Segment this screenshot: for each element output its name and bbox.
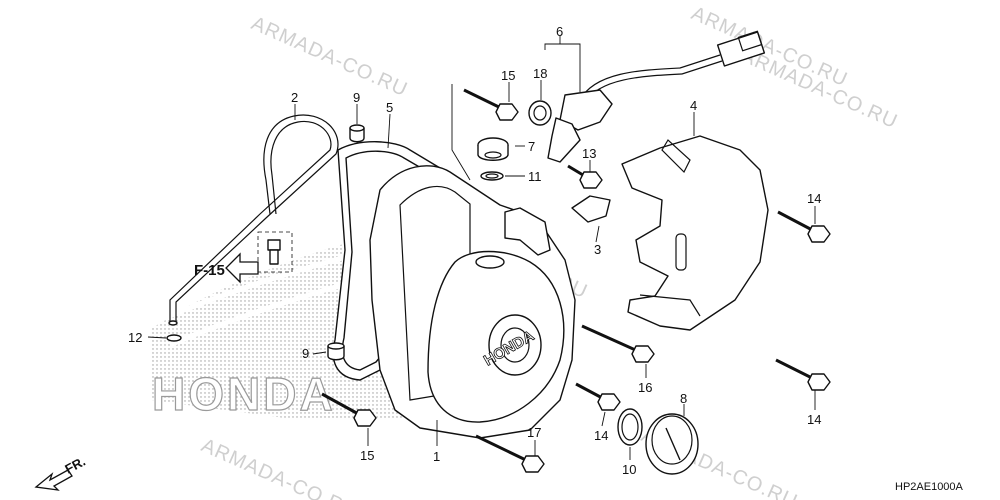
callout-18: 18 xyxy=(533,66,547,81)
callout-16: 16 xyxy=(638,380,652,395)
callout-13: 13 xyxy=(582,146,596,161)
shroud-cover[interactable] xyxy=(621,135,769,331)
callout-17: 17 xyxy=(527,425,541,440)
o-ring-10 xyxy=(617,408,643,446)
bolt-16 xyxy=(581,324,655,363)
callout-14b: 14 xyxy=(807,412,821,427)
sensor-harness[interactable] xyxy=(547,30,766,163)
callout-12: 12 xyxy=(128,330,142,345)
callout-7: 7 xyxy=(528,139,535,154)
callout-10: 10 xyxy=(622,462,636,477)
bolt-15-lower xyxy=(321,392,377,427)
bolt-14-upper xyxy=(777,210,831,243)
timing-cap[interactable] xyxy=(645,413,699,475)
callout-15a: 15 xyxy=(501,68,515,83)
front-direction-arrow: FR. xyxy=(34,454,88,491)
callout-15b: 15 xyxy=(360,448,374,463)
callout-9a: 9 xyxy=(353,90,360,105)
callout-9b: 9 xyxy=(302,346,309,361)
reference-label: F-15 xyxy=(194,262,225,279)
callout-4: 4 xyxy=(690,98,697,113)
callout-1: 1 xyxy=(433,449,440,464)
callout-2: 2 xyxy=(291,90,298,105)
grommet xyxy=(571,195,611,223)
callout-3: 3 xyxy=(594,242,601,257)
bolt-13 xyxy=(567,164,603,189)
crankcase-cover[interactable]: HONDA xyxy=(369,165,576,439)
background-honda-logo: HONDA xyxy=(152,368,336,420)
oil-filler-cap[interactable] xyxy=(477,137,509,161)
reference-f15: F-15 xyxy=(194,252,259,284)
callout-14c: 14 xyxy=(594,428,608,443)
collar-9-upper xyxy=(349,124,365,143)
bolt-15-upper xyxy=(463,88,519,121)
callout-5: 5 xyxy=(386,100,393,115)
o-ring-11 xyxy=(480,171,504,181)
bolt-14-right xyxy=(775,358,831,391)
breather-tube[interactable] xyxy=(168,114,339,326)
callout-6: 6 xyxy=(556,24,563,39)
clip-12 xyxy=(166,334,182,342)
bolt-17 xyxy=(475,434,545,473)
bolt-14-lower xyxy=(575,382,621,411)
tube-clip xyxy=(257,231,293,273)
leader-lines xyxy=(147,36,816,460)
diagram-code: HP2AE1000A xyxy=(895,481,964,493)
watermark: ARMADA-CO.RU xyxy=(198,434,361,500)
callout-11: 11 xyxy=(528,169,542,184)
callout-14a: 14 xyxy=(807,191,821,206)
callout-8: 8 xyxy=(680,391,687,406)
callouts: 1 2 3 4 5 6 7 8 9 9 10 11 12 13 14 14 14… xyxy=(128,24,821,477)
collar-9-lower xyxy=(327,342,345,361)
watermark: ARMADA-CO.RU xyxy=(248,12,411,101)
o-ring-18 xyxy=(528,100,552,126)
